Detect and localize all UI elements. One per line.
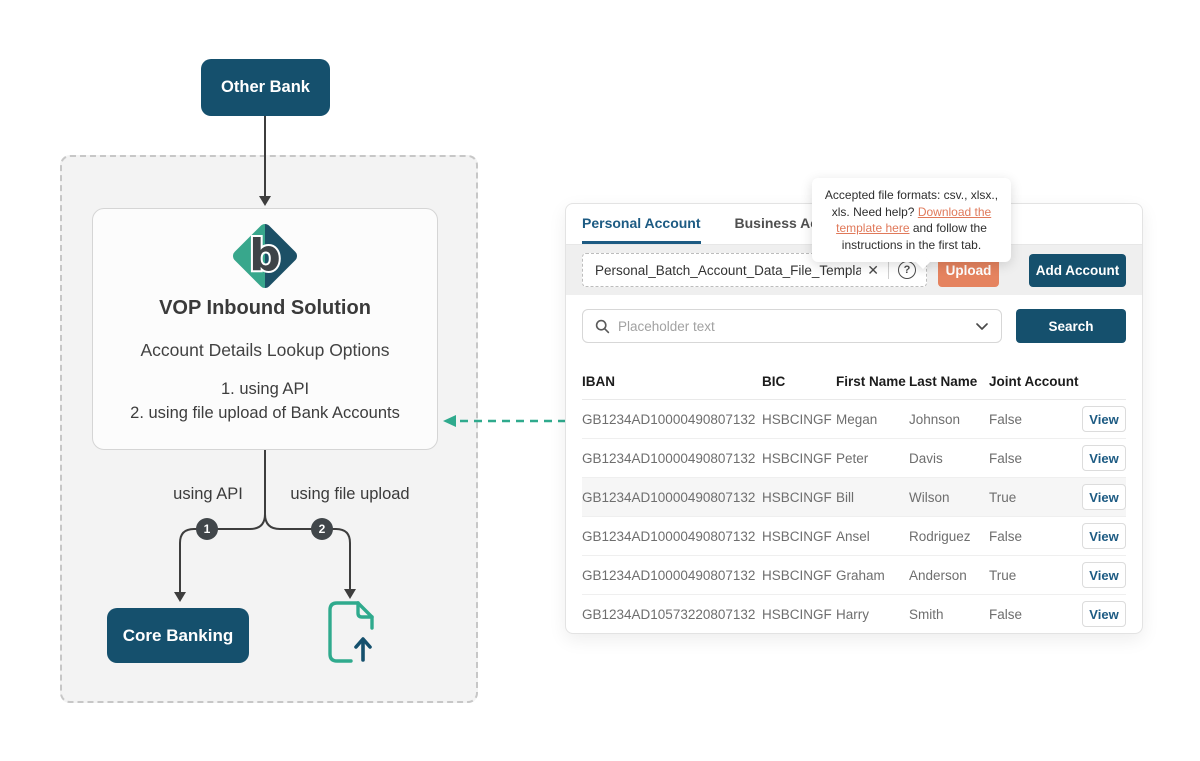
cell-last: Anderson: [909, 567, 967, 583]
header-first-name: First Name: [836, 373, 906, 389]
vop-subtitle: Account Details Lookup Options: [140, 340, 390, 360]
vop-options: 1. using API 2. using file upload of Ban…: [130, 377, 400, 425]
cell-bic: HSBCINGF: [762, 528, 832, 544]
view-button[interactable]: View: [1082, 484, 1126, 510]
tooltip-text-pre: Accepted file formats: csv., xlsx., xls.…: [824, 188, 999, 219]
cell-joint: True: [989, 567, 1017, 583]
cell-actions: View: [1082, 406, 1126, 432]
search-button[interactable]: Search: [1016, 309, 1126, 343]
cell-first: Graham: [836, 567, 885, 583]
vop-option-1: 1. using API: [220, 380, 310, 398]
upload-help-tooltip: Accepted file formats: csv., xlsx., xls.…: [812, 178, 1011, 262]
cell-iban: GB1234AD10000490807132: [582, 411, 756, 427]
vop-title: VOP Inbound Solution: [159, 297, 371, 319]
cell-bic: HSBCINGF: [762, 411, 832, 427]
cell-last: Smith: [909, 606, 944, 622]
header-joint-account: Joint Account: [989, 373, 1079, 389]
cell-first: Bill: [836, 489, 855, 505]
tab-personal-account[interactable]: Personal Account: [582, 204, 701, 244]
vop-solution-node: b VOP Inbound Solution Account Details L…: [92, 208, 438, 450]
cell-first: Megan: [836, 411, 878, 427]
cell-joint: False: [989, 606, 1023, 622]
table-header-row: IBAN BIC First Name Last Name Joint Acco…: [582, 363, 1126, 400]
vop-logo-icon: b: [233, 224, 297, 288]
chevron-down-icon[interactable]: [975, 322, 989, 331]
cell-actions: View: [1082, 445, 1126, 471]
view-button[interactable]: View: [1082, 523, 1126, 549]
header-iban: IBAN: [582, 373, 615, 389]
header-bic: BIC: [762, 373, 786, 389]
cell-joint: False: [989, 411, 1023, 427]
cell-iban: GB1234AD10000490807132: [582, 528, 756, 544]
cell-actions: View: [1082, 562, 1126, 588]
view-button[interactable]: View: [1082, 445, 1126, 471]
other-bank-label: Other Bank: [221, 78, 310, 96]
search-row: Placeholder text Search: [582, 309, 1126, 343]
upload-strip: Personal_Batch_Account_Data_File_Templat…: [566, 245, 1142, 295]
accounts-table: IBAN BIC First Name Last Name Joint Acco…: [582, 363, 1126, 633]
tooltip-text-post: and follow the instructions in the first…: [841, 221, 987, 252]
cell-last: Johnson: [909, 411, 961, 427]
branch-badge-1: 1: [196, 518, 218, 540]
cell-first: Peter: [836, 450, 869, 466]
branch-label-file-upload: using file upload: [290, 485, 410, 503]
svg-text:b: b: [249, 230, 281, 281]
cell-joint: True: [989, 489, 1017, 505]
cell-bic: HSBCINGF: [762, 606, 832, 622]
cell-last: Rodriguez: [909, 528, 971, 544]
help-icon[interactable]: ?: [898, 261, 916, 279]
cell-iban: GB1234AD10573220807132: [582, 606, 756, 622]
divider: [888, 261, 889, 279]
core-banking-node[interactable]: Core Banking: [107, 608, 249, 663]
view-button[interactable]: View: [1082, 562, 1126, 588]
core-banking-label: Core Banking: [122, 625, 234, 645]
branch-badge-2: 2: [311, 518, 333, 540]
branch-label-api: using API: [173, 485, 243, 503]
search-icon: [595, 319, 610, 333]
view-button[interactable]: View: [1082, 601, 1126, 627]
search-placeholder: Placeholder text: [618, 318, 715, 334]
header-last-name: Last Name: [909, 373, 978, 389]
cell-actions: View: [1082, 601, 1126, 627]
download-template-link[interactable]: Download the template here: [836, 204, 992, 236]
add-account-button[interactable]: Add Account: [1029, 253, 1126, 287]
cell-bic: HSBCINGF: [762, 567, 832, 583]
selected-filename: Personal_Batch_Account_Data_File_Templat…: [595, 262, 862, 278]
cell-first: Harry: [836, 606, 869, 622]
cell-iban: GB1234AD10000490807132: [582, 450, 756, 466]
view-button[interactable]: View: [1082, 406, 1126, 432]
account-panel: Personal Account Business Account Person…: [565, 203, 1143, 634]
search-input[interactable]: Placeholder text: [582, 309, 1002, 343]
cell-iban: GB1234AD10000490807132: [582, 489, 756, 505]
cell-bic: HSBCINGF: [762, 450, 832, 466]
cell-joint: False: [989, 528, 1023, 544]
cell-first: Ansel: [836, 528, 870, 544]
cell-last: Wilson: [909, 489, 950, 505]
cell-actions: View: [1082, 523, 1126, 549]
cell-actions: View: [1082, 484, 1126, 510]
cell-iban: GB1234AD10000490807132: [582, 567, 756, 583]
cell-last: Davis: [909, 450, 943, 466]
selected-file-box[interactable]: Personal_Batch_Account_Data_File_Templat…: [582, 253, 927, 287]
file-upload-icon: [328, 601, 374, 663]
clear-file-icon[interactable]: ✕: [867, 262, 879, 278]
other-bank-node[interactable]: Other Bank: [201, 59, 330, 116]
vop-option-2: 2. using file upload of Bank Accounts: [130, 404, 400, 422]
cell-joint: False: [989, 450, 1023, 466]
cell-bic: HSBCINGF: [762, 489, 832, 505]
